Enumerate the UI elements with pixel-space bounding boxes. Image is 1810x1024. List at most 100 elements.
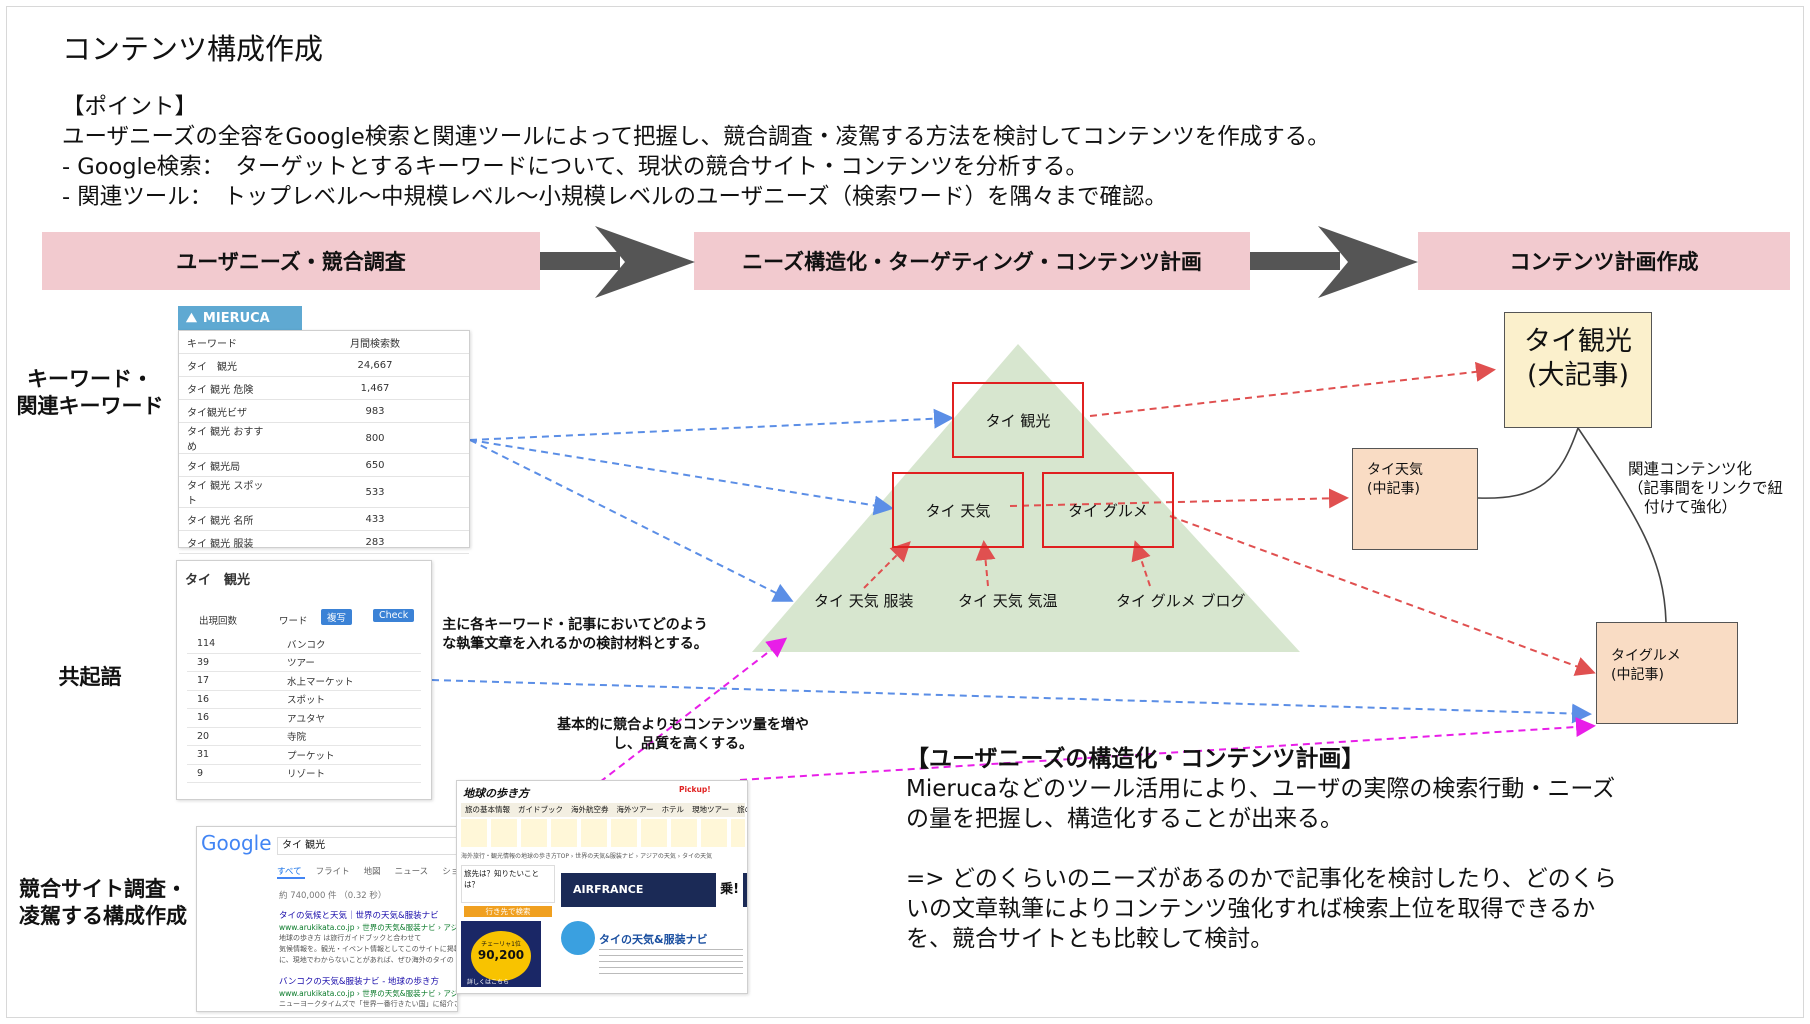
sticky-weather-article: タイ天気 (中記事) [1352, 448, 1478, 550]
red-arrow-to-weather [1009, 488, 1349, 509]
red-arrow-to-gourmet [1169, 515, 1596, 676]
arukikata-side-button[interactable]: 行き先で検索 [464, 906, 552, 917]
blue-arrow-to-low [469, 439, 794, 602]
volume-cell: 800 [281, 422, 469, 454]
row-label-competitor: 競合サイト調査・ 凌駕する構成作成 [0, 876, 206, 930]
volume-cell: 433 [281, 507, 469, 531]
arukikata-nav-item[interactable]: 海外航空券 [571, 805, 609, 814]
google-tab[interactable]: ショッ [442, 867, 457, 877]
result-1-title[interactable]: タイの気候と天気｜世界の天気&服装ナビ [279, 911, 439, 921]
points-heading: 【ポイント】 [62, 94, 198, 120]
row-label-keywords-2: 関連キーワード [16, 394, 164, 418]
arukikata-ad: チェーリャ1位 90,200 [461, 921, 541, 987]
google-tab[interactable]: フライト [315, 867, 350, 877]
cooc-count: 16 [197, 693, 210, 705]
summary-paragraph-2: => どのくらいのニーズがあるのかで記事化を検討したり、どのくらいの文章執筆によ… [906, 866, 1617, 952]
google-tab[interactable]: すべて [277, 867, 302, 877]
cooc-count: 20 [197, 730, 210, 742]
arukikata-side-label: 旅先は？知りたいことは？ [464, 869, 539, 889]
cooc-count: 31 [197, 749, 210, 761]
google-result-2: バンコクの天気&服装ナビ - 地球の歩き方 www.arukikata.co.j… [279, 977, 457, 1010]
keyword-cell: タイ 観光 スポット [179, 476, 281, 508]
sticky-big-label: タイ観光 [1524, 326, 1632, 357]
sticky-weather-label: タイ天気 [1367, 462, 1423, 478]
cooc-word: スポット [287, 695, 326, 707]
summary-paragraph-1: Mierucaなどのツール活用により、ユーザの実際の検索行動・ニーズの量を把握し… [906, 776, 1616, 832]
summary-heading: 【ユーザニーズの構造化・コンテンツ計画】 [906, 746, 1365, 772]
magenta-arrow-to-pyramid [599, 637, 788, 783]
arukikata-logo: 地球の歩き方 [463, 787, 529, 800]
arukikata-price-caption: チェーリャ1位 [481, 941, 521, 948]
cooc-word: リゾート [287, 769, 326, 781]
arukikata-nav-item[interactable]: ホテル [661, 805, 685, 814]
page-title: コンテンツ構成作成 [62, 32, 324, 66]
result-2-title[interactable]: バンコクの天気&服装ナビ - 地球の歩き方 [279, 977, 440, 987]
keyword-cell: タイ 観光 [179, 353, 281, 377]
arukikata-feature-title[interactable]: タイの天気&服装ナビ [599, 933, 708, 946]
mieruca-logo-text: MIERUCA [202, 310, 270, 326]
row-label-cooccurrence: 共起語 [58, 665, 122, 689]
blue-arrow-to-weather [469, 439, 894, 516]
cooc-count: 16 [197, 712, 210, 724]
points-line-3: - 関連ツール： トップレベル〜中規模レベル〜小規模レベルのユーザニーズ（検索ワ… [62, 184, 1167, 210]
volume-cell: 283 [281, 530, 469, 554]
cooc-col-word: ワード [279, 616, 308, 627]
volume-cell: 650 [281, 453, 469, 477]
result-1-snippet-2: 気候情報を。観光・イベント情報としてこのサイトに掲載 [279, 945, 458, 953]
google-tab[interactable]: 地図 [363, 867, 381, 877]
arukikata-pickup: Pickup! [679, 785, 711, 794]
google-search-box[interactable]: タイ 観光 [277, 837, 457, 855]
related-note-3: 付けて強化） [1644, 498, 1738, 516]
result-1-snippet-3: に、現地でわからないことがあれば、ぜひ海外のタイの [279, 956, 454, 964]
red-arrow-low2 [975, 540, 996, 587]
node-thai-tourism: タイ 観光 [952, 382, 1084, 458]
cooc-word: アユタヤ [287, 713, 326, 725]
related-content-note: 関連コンテンツ化 （記事間をリンクで紐 付けて強化） [1628, 460, 1783, 517]
arukikata-nav-item[interactable]: 海外ツアー [616, 805, 654, 814]
arukikata-nav-item[interactable]: ガイドブック [518, 805, 563, 814]
stage-arrow-2 [1250, 226, 1418, 298]
row-label-competitor-2: 凌駕する構成作成 [19, 904, 187, 928]
cooc-row: 16 スポット [187, 691, 421, 709]
google-tab[interactable]: ニュース [394, 867, 429, 877]
cooc-word: ツアー [287, 658, 315, 670]
google-tabs: すべて フライト 地図 ニュース ショッ [277, 865, 457, 877]
cooc-copy-button[interactable]: 複写 [321, 609, 353, 625]
sticky-weather-sub: (中記事) [1367, 481, 1420, 497]
result-1-snippet-1: 地球の歩き方 は旅行ガイドブックと合わせて [279, 934, 422, 942]
link-big-weather [1477, 427, 1579, 499]
cooc-check-button[interactable]: Check [373, 609, 415, 622]
related-note-2: （記事間をリンクで紐 [1628, 479, 1784, 497]
keyword-cell: タイ 観光 危険 [179, 376, 281, 400]
google-result-count: 約 740,000 件 （0.32 秒） [279, 891, 387, 901]
red-arrow-to-big [1089, 361, 1496, 417]
google-logo: Google [201, 831, 272, 855]
red-arrow-low3 [1131, 540, 1151, 587]
arukikata-nav-item[interactable]: 旅の [737, 805, 747, 814]
cooc-row: 16 アユタヤ [187, 709, 421, 728]
arukikata-price: 90,200 [477, 948, 525, 962]
google-search-screenshot: Google タイ 観光 すべて フライト 地図 ニュース ショッ 約 740,000 … [196, 826, 458, 1012]
volume-cell: 24,667 [281, 353, 469, 377]
arukikata-region-tabs [461, 819, 745, 847]
node-gourmet-blog: タイ グルメ ブログ [1116, 592, 1246, 610]
link-big-gourmet [1577, 427, 1667, 623]
arukikata-nav-item[interactable]: 旅の基本情報 [465, 805, 510, 814]
arukikata-nav-item[interactable]: 現地ツアー [692, 805, 730, 814]
stage-structuring: ニーズ構造化・ターゲティング・コンテンツ計画 [694, 232, 1250, 290]
node-thai-gourmet: タイ グルメ [1042, 472, 1174, 548]
arukikata-ad-button[interactable]: 詳しくはこちら [467, 979, 510, 986]
col-keyword-header: キーワード [179, 331, 281, 354]
node-thai-weather: タイ 天気 [892, 472, 1024, 548]
